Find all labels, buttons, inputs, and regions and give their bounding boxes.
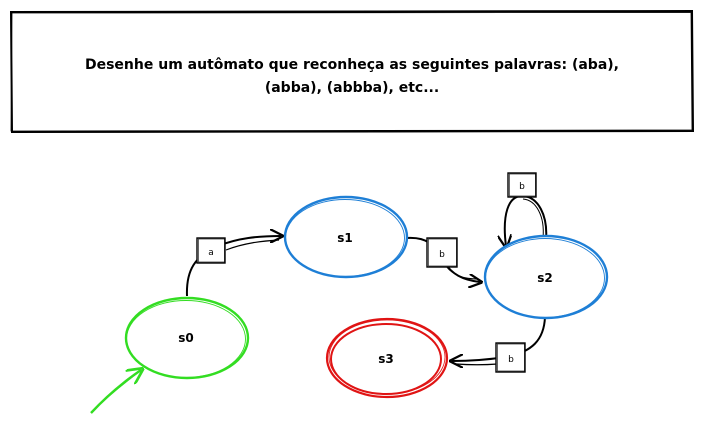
transition-s1-s2: b [405,236,480,282]
state-s1: s1 [283,195,409,279]
state-s2: s2 [483,234,609,320]
edge-label-box-b-1: b [426,237,458,268]
edge-label-box-a: a [196,237,226,264]
prompt-line-2: (abba), (abbba), etc... [265,80,439,96]
state-s0: s0 [124,296,250,380]
transition-s2-s3: b [452,316,546,373]
edge-label-s0-s1: a [208,248,214,258]
prompt-box: Desenhe um autômato que reconheça as seg… [9,9,695,134]
edge-label-box-b-3: b [495,342,526,373]
state-label-s0: s0 [178,331,194,345]
transition-s0-s1: a [185,236,281,297]
edge-label-box-b-2: b [507,172,537,198]
state-label-s2: s2 [537,271,553,285]
edge-label-s1-s2: b [439,250,445,260]
initial-arrow [90,370,141,414]
state-label-s1: s1 [337,231,353,245]
transition-s2-s2: b [505,172,548,246]
edge-label-s2-s3: b [508,355,514,365]
edge-label-s2-s2: b [519,182,525,192]
state-s3: s3 [325,317,449,399]
prompt-line-1: Desenhe um autômato que reconheça as seg… [85,57,619,73]
state-label-s3: s3 [378,352,394,366]
